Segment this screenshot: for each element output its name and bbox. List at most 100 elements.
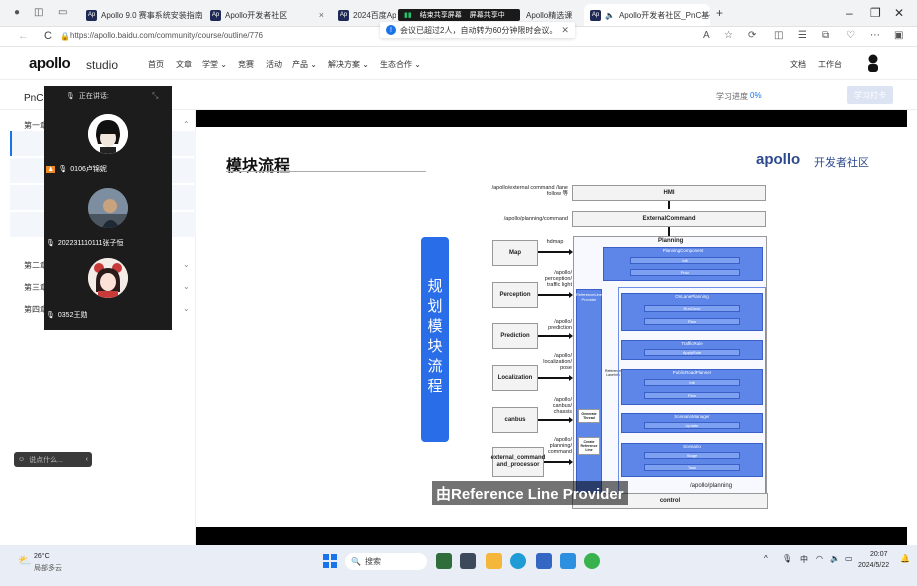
docs-link[interactable]: 文档	[790, 60, 806, 69]
traffic-rule-label: TrafficRule	[681, 341, 703, 346]
restore-icon[interactable]: ❐	[870, 6, 881, 20]
input-method-icon[interactable]: 中	[800, 555, 808, 564]
workbench-link[interactable]: 工作台	[818, 60, 842, 69]
participant-tile[interactable]: ♟ 🎙 0106卢锦妮	[44, 104, 172, 178]
input-box-map: Map	[492, 240, 538, 266]
workspaces-icon[interactable]: ◫	[34, 7, 44, 18]
tab-apollo-contest[interactable]: Ap 2024百度Apollo智	[332, 4, 396, 26]
participant-tile[interactable]: 🎙 0352王勋	[44, 252, 172, 326]
participant-avatar	[88, 188, 128, 228]
search-icon: 🔍	[351, 557, 361, 566]
chapter-2[interactable]: 第二章	[24, 261, 48, 270]
battery-icon[interactable]: ▭	[845, 554, 853, 563]
wifi-icon[interactable]: ◠	[816, 554, 823, 563]
meeting-notice-text: 会议已超过2人，自动转为60分钟限时会议。	[400, 25, 558, 35]
input-topic-localization: /apollo/ localization/ pose	[543, 353, 572, 371]
nav-articles[interactable]: 文章	[176, 60, 192, 69]
stop-share-button[interactable]: 结束共享屏幕	[419, 12, 462, 19]
tray-overflow-icon[interactable]: ^	[764, 554, 768, 563]
apollo-logo-sub: studio	[86, 58, 119, 72]
store-icon[interactable]	[536, 553, 552, 569]
clock-date[interactable]: 2024/5/22	[858, 562, 890, 569]
chapter-3[interactable]: 第三章	[24, 283, 48, 292]
edge-browser-icon[interactable]	[510, 553, 526, 569]
chat-input[interactable]: ☺ 说点什么... ‹	[14, 452, 92, 467]
nav-ecosystem[interactable]: 生态合作 ⌄	[380, 60, 421, 69]
nav-events[interactable]: 活动	[266, 60, 282, 69]
taskbar-app-icon[interactable]	[460, 553, 476, 569]
chevron-down-icon[interactable]: ⌄	[183, 260, 190, 269]
weather-desc[interactable]: 局部多云	[34, 565, 62, 572]
notification-bell-icon[interactable]: 🔔	[900, 554, 910, 563]
chevron-down-icon[interactable]: ⌄	[183, 304, 190, 313]
refresh-icon[interactable]: C	[44, 30, 52, 42]
more-menu-icon[interactable]: ⋯	[870, 30, 880, 41]
nav-contest[interactable]: 竞赛	[238, 60, 254, 69]
browser-essentials-icon[interactable]: ♡	[846, 30, 855, 41]
chevron-up-icon[interactable]: ⌃	[183, 120, 190, 129]
windows-taskbar: ⛅ 26°C 局部多云 🔍 搜索 ^ 🎙 中 ◠ 🔉 ▭ 20:07 2024/…	[0, 545, 917, 586]
participant-avatar	[88, 114, 128, 154]
tab-label: Apollo开发者社区	[225, 10, 288, 20]
vertical-label-text: 规划模块流程	[427, 278, 443, 395]
participant-avatar	[88, 258, 128, 298]
weather-icon[interactable]: ⛅	[18, 555, 32, 567]
create-reference-line: Create Reference Line	[578, 437, 600, 455]
sidebar-toggle-icon[interactable]: ▣	[894, 30, 904, 41]
tab-apollo-courses[interactable]: Apollo精选课 ×	[520, 4, 580, 26]
chapter-1[interactable]: 第一章	[24, 121, 48, 130]
close-icon[interactable]: ✕	[561, 24, 569, 35]
taskbar-search[interactable]: 🔍 搜索	[345, 553, 427, 570]
tab-actions-icon[interactable]: ▭	[58, 7, 68, 18]
wechat-icon[interactable]	[584, 553, 600, 569]
nav-academy[interactable]: 学堂 ⌄	[202, 60, 227, 69]
arrow	[538, 375, 573, 381]
extensions-icon[interactable]: ⟳	[748, 30, 757, 41]
chevron-down-icon[interactable]: ⌄	[183, 282, 190, 291]
tab-apollo-community[interactable]: Ap Apollo开发者社区 ×	[204, 4, 330, 26]
lock-icon[interactable]: 🔒	[60, 32, 70, 41]
participant-name: ♟ 🎙 0106卢锦妮	[46, 164, 107, 174]
tab-apollo-pnc[interactable]: Ap 🔈 Apollo开发者社区_PnC基础 ×	[584, 4, 710, 26]
url-field[interactable]: https://apollo.baidu.com/community/cours…	[70, 31, 263, 40]
collapse-icon[interactable]: ⤡	[152, 91, 159, 100]
favorites-bar-icon[interactable]: ☰	[798, 30, 807, 41]
chevron-left-icon[interactable]: ‹	[85, 456, 88, 463]
volume-icon[interactable]: 🔉	[830, 554, 840, 563]
participant-tile[interactable]: 🎙 202231110111张子恒	[44, 182, 172, 256]
window-close-icon[interactable]: ✕	[894, 6, 905, 20]
collections-icon[interactable]: ⧉	[822, 30, 830, 41]
close-icon[interactable]: ×	[318, 10, 324, 20]
tab-apollo-guide[interactable]: Ap Apollo 9.0 赛事系统安装指南_A ×	[80, 4, 202, 26]
arrow	[538, 292, 573, 298]
task-view-icon[interactable]	[436, 553, 452, 569]
weather-temp[interactable]: 26°C	[34, 553, 50, 560]
favorite-star-icon[interactable]: ☆	[724, 30, 733, 41]
scenario-task: Task	[644, 464, 740, 471]
reference-line-provider-label: ReferenceLine Provider	[575, 292, 603, 302]
nav-solutions[interactable]: 解决方案 ⌄	[328, 60, 369, 69]
split-screen-icon[interactable]: ◫	[774, 30, 784, 41]
nav-products[interactable]: 产品 ⌄	[292, 60, 317, 69]
minimize-icon[interactable]: –	[846, 6, 853, 20]
meeting-app-icon[interactable]	[560, 553, 576, 569]
scenario-manager-label: ScenarioManager	[674, 414, 710, 419]
windows-start-icon[interactable]	[323, 554, 337, 568]
file-explorer-icon[interactable]	[486, 553, 502, 569]
clock-time[interactable]: 20:07	[870, 551, 888, 558]
speaker-icon[interactable]: 🔈	[605, 10, 615, 20]
read-aloud-icon[interactable]: A	[703, 30, 710, 41]
speaking-label: 正在讲话:	[78, 93, 109, 100]
study-checkin-button[interactable]: 学习打卡	[847, 86, 893, 104]
apollo-logo[interactable]: apollo	[29, 55, 71, 72]
tab-label: Apollo开发者社区_PnC基础	[618, 10, 710, 20]
profile-icon[interactable]: ●	[14, 7, 21, 18]
chapter-4[interactable]: 第四章	[24, 305, 48, 314]
user-avatar[interactable]	[866, 54, 880, 72]
input-topic-prediction: /apollo/ prediction	[548, 319, 572, 331]
nav-home[interactable]: 首页	[148, 60, 164, 69]
back-icon[interactable]: ←	[18, 30, 29, 42]
mic-icon[interactable]: 🎙	[782, 554, 793, 563]
new-tab-button[interactable]: +	[716, 6, 724, 20]
arrow	[544, 459, 573, 465]
